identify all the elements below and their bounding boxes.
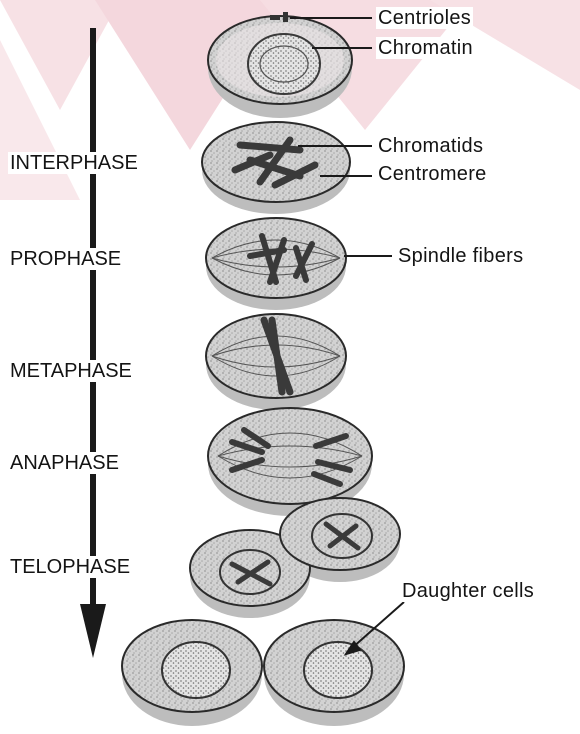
label-chromatin: Chromatin: [376, 37, 475, 59]
label-spindle-fibers: Spindle fibers: [396, 245, 525, 267]
phase-label-metaphase: METAPHASE: [8, 360, 134, 382]
cell-metaphase: [206, 314, 346, 410]
cell-telophase: [190, 498, 400, 618]
nucleus-icon: [248, 34, 320, 94]
label-chromatids: Chromatids: [376, 135, 485, 157]
label-centromere: Centromere: [376, 163, 489, 185]
phase-label-interphase: INTERPHASE: [8, 152, 140, 174]
daughter-cell-left: [122, 620, 262, 726]
phase-label-prophase: PROPHASE: [8, 248, 123, 270]
cell-prophase: [206, 218, 346, 310]
cell-interphase: [208, 12, 352, 118]
cell-chromatids: [202, 122, 350, 214]
label-daughter-cells: Daughter cells: [400, 580, 536, 602]
daughter-cell-right: [264, 620, 404, 726]
phase-label-anaphase: ANAPHASE: [8, 452, 121, 474]
phase-label-telophase: TELOPHASE: [8, 556, 132, 578]
label-centrioles: Centrioles: [376, 7, 473, 29]
